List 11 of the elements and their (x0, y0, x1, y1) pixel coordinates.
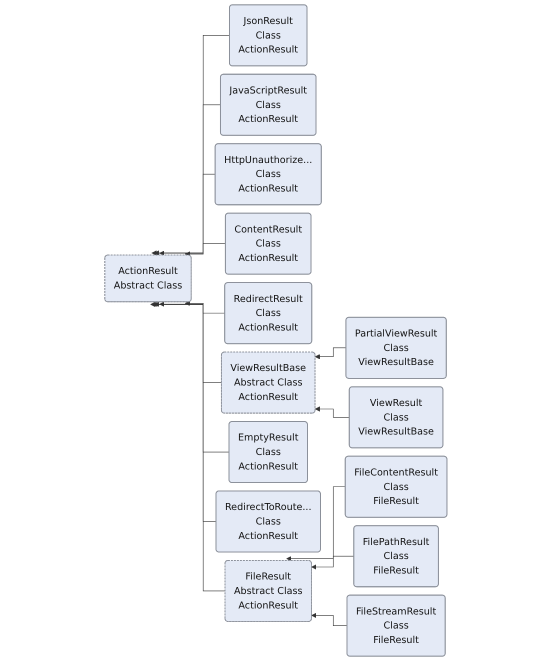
arrow (158, 174, 216, 256)
arrow (286, 486, 346, 562)
arrow (314, 406, 350, 418)
arrow (184, 300, 225, 314)
arrow (314, 348, 346, 360)
arrow (310, 556, 354, 570)
arrow (310, 612, 348, 626)
arrow (151, 35, 230, 256)
arrow (184, 243, 226, 257)
arrow (150, 302, 226, 592)
arrow (158, 302, 222, 384)
